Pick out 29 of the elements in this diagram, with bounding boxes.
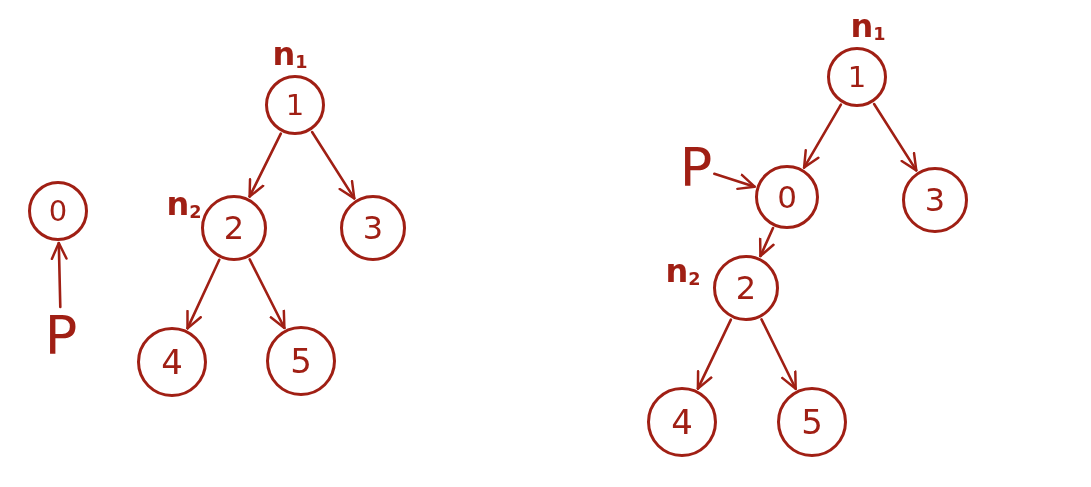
tree-node: 5 [266,326,336,396]
arrow [760,318,797,391]
node-name-label: n$_{2}$ [665,255,701,289]
tree-node: 1 [827,47,887,107]
node-name-label: n$_{1}$ [272,38,308,72]
arrow [802,103,843,169]
pointer-label: P [44,309,78,363]
tree-node: 3 [340,195,406,261]
arrow [310,130,356,200]
tree-node: 0 [755,165,819,229]
arrow [713,172,756,191]
tree-node: 4 [647,387,717,457]
tree-node: 2 [201,195,267,261]
tree-node: 4 [137,327,207,397]
tree-node: 2 [713,255,779,321]
tree-node: 5 [777,387,847,457]
arrow [872,102,918,172]
pointer-label: P [679,141,713,195]
arrow [248,258,286,330]
arrow [186,258,221,330]
arrow [248,132,283,198]
node-name-label: n$_{2}$ [166,188,202,222]
arrow [696,318,733,390]
arrow [758,226,775,258]
tree-node: 1 [265,75,325,135]
tree-node: 0 [28,181,88,241]
arrow [50,241,68,309]
tree-node: 3 [902,167,968,233]
node-name-label: n$_{1}$ [850,10,886,44]
